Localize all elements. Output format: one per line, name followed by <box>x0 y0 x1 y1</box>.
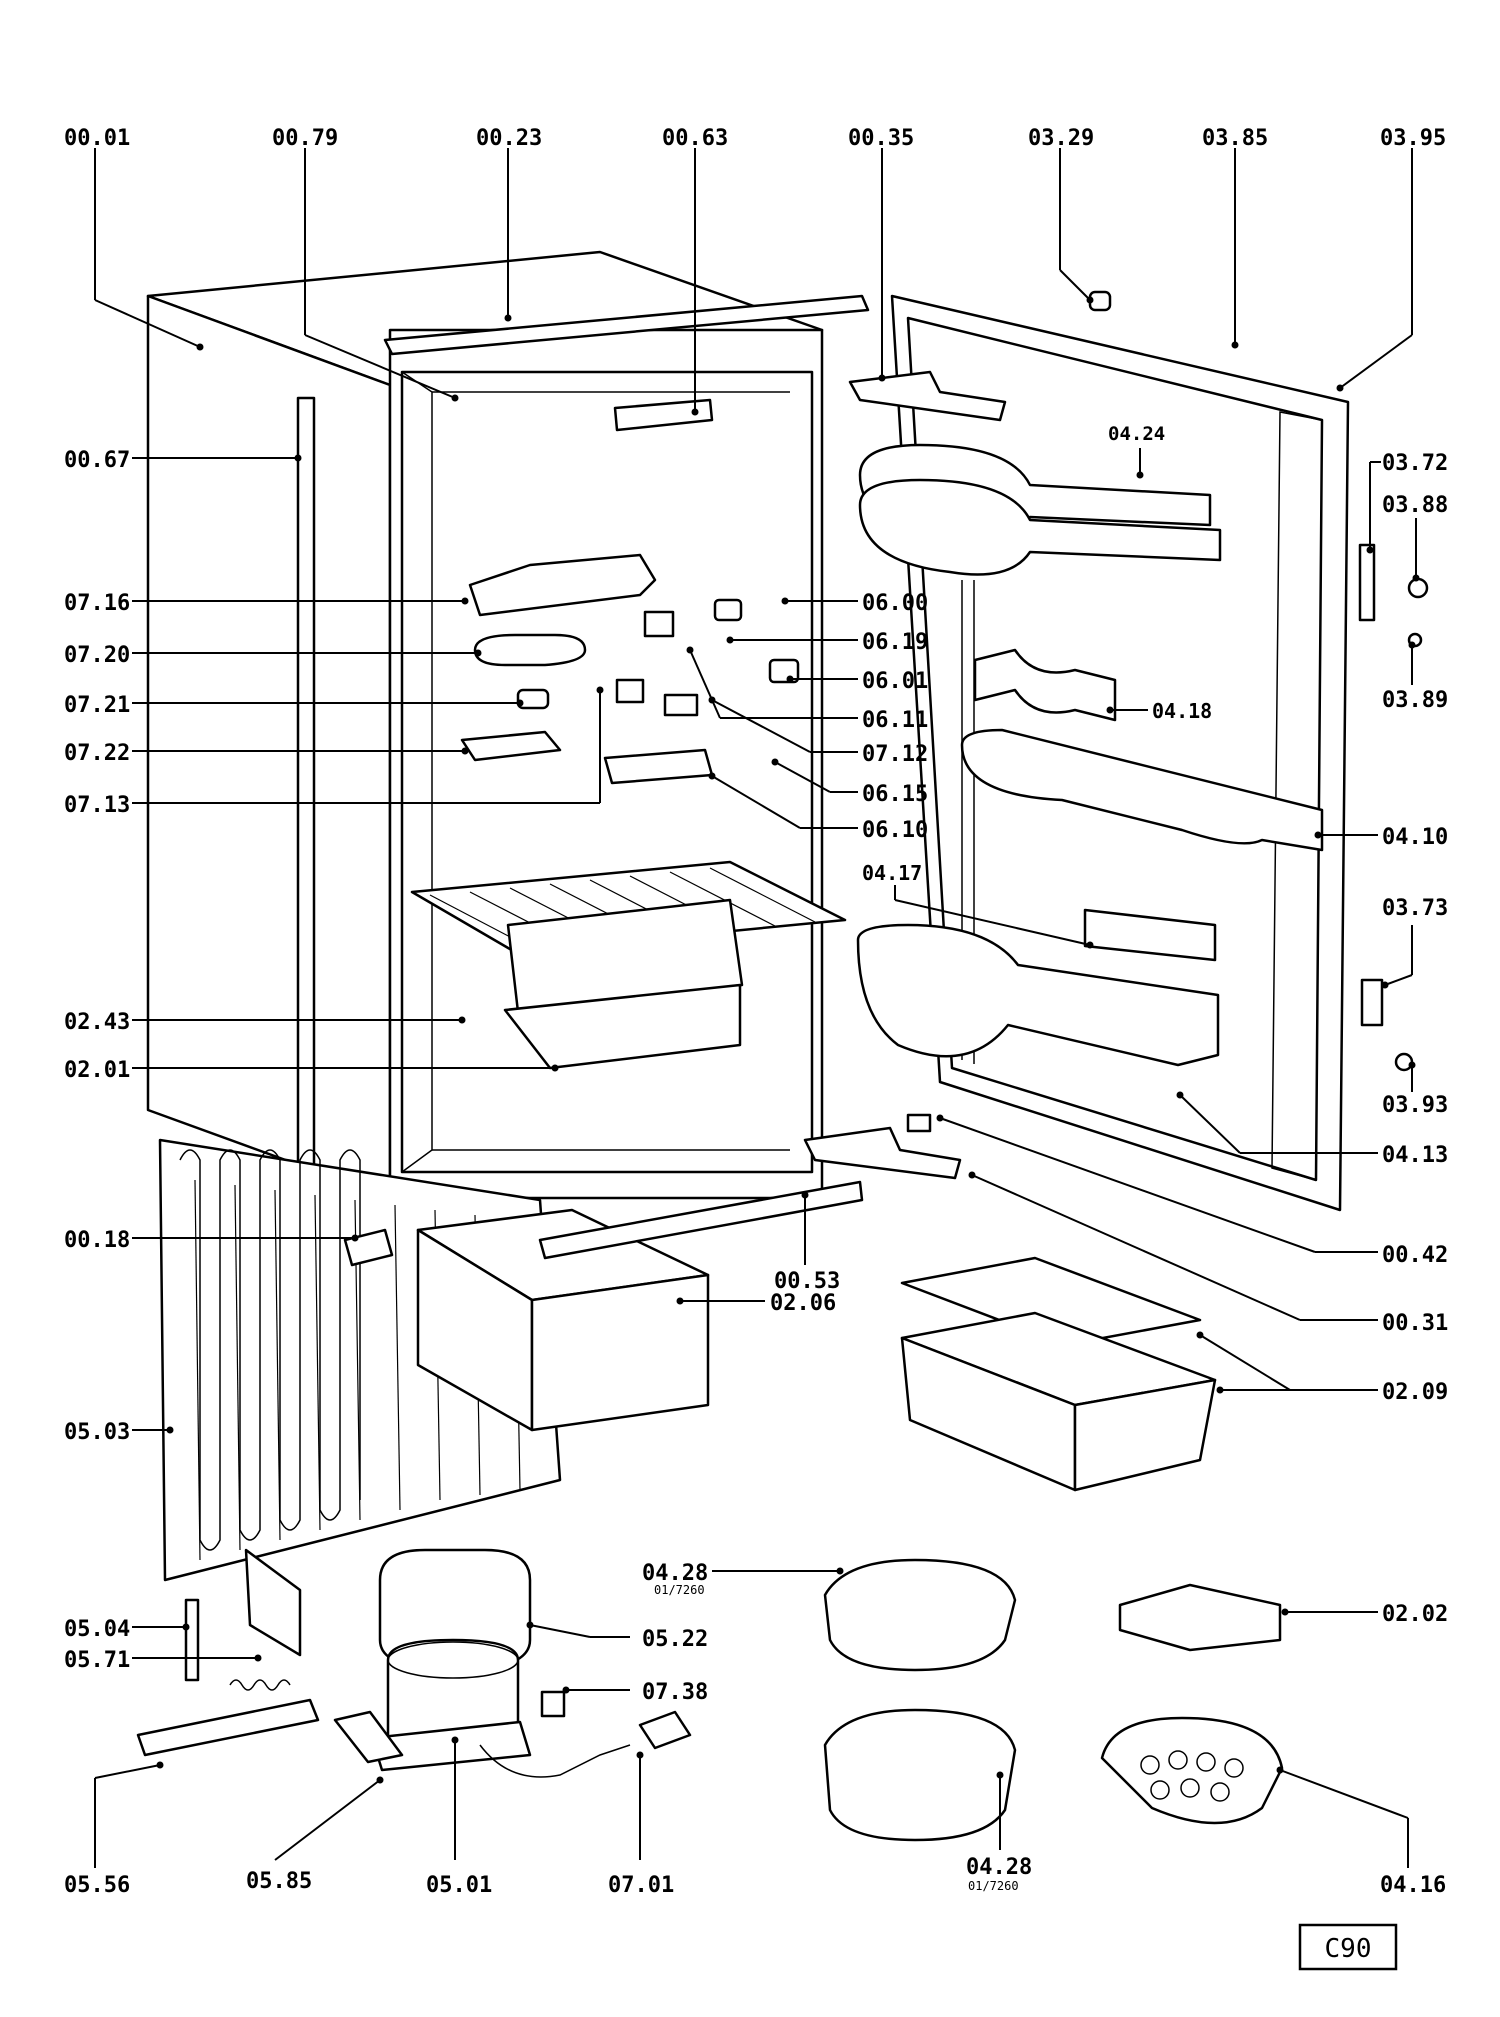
label-07-12: 07.12 <box>862 742 928 767</box>
label-06-00: 06.00 <box>862 591 928 616</box>
label-00-53: 00.53 <box>774 1269 840 1294</box>
leader-lines <box>94 148 1420 1868</box>
label-00-31: 00.31 <box>1382 1311 1448 1336</box>
crisper-drawers <box>900 1256 1217 1492</box>
label-03-73: 03.73 <box>1382 896 1448 921</box>
label-04-28-bottom: 04.28 <box>966 1855 1032 1880</box>
label-07-16: 07.16 <box>64 591 130 616</box>
sublabel-04-28-top: 01/7260 <box>654 1583 705 1597</box>
label-07-22: 07.22 <box>64 741 130 766</box>
wire-shelf-and-tray <box>410 860 847 1070</box>
sublabel-04-28-bottom: 01/7260 <box>968 1879 1019 1893</box>
drip-tray <box>416 1180 864 1432</box>
label-06-10: 06.10 <box>862 818 928 843</box>
label-00-67: 00.67 <box>64 448 130 473</box>
label-07-13: 07.13 <box>64 793 130 818</box>
label-04-13: 04.13 <box>1382 1143 1448 1168</box>
label-07-01: 07.01 <box>608 1873 674 1898</box>
label-07-20: 07.20 <box>64 643 130 668</box>
label-00-35: 00.35 <box>848 126 914 151</box>
label-06-19: 06.19 <box>862 630 928 655</box>
label-04-16: 04.16 <box>1380 1873 1446 1898</box>
compressor <box>370 1548 532 1772</box>
label-05-04: 05.04 <box>64 1617 130 1642</box>
label-03-93: 03.93 <box>1382 1093 1448 1118</box>
label-02-02: 02.02 <box>1382 1602 1448 1627</box>
label-03-72: 03.72 <box>1382 451 1448 476</box>
label-05-85: 05.85 <box>246 1869 312 1894</box>
label-02-06: 02.06 <box>770 1291 836 1316</box>
label-03-85: 03.85 <box>1202 126 1268 151</box>
label-00-18: 00.18 <box>64 1228 130 1253</box>
small-parts <box>136 290 1429 1778</box>
label-00-63: 00.63 <box>662 126 728 151</box>
label-04-17: 04.17 <box>862 861 922 885</box>
label-05-01: 05.01 <box>426 1873 492 1898</box>
label-00-79: 00.79 <box>272 126 338 151</box>
label-04-24: 04.24 <box>1108 423 1165 445</box>
page-reference-label: C90 <box>1325 1934 1372 1964</box>
label-04-28-top: 04.28 <box>642 1561 708 1586</box>
label-00-23: 00.23 <box>476 126 542 151</box>
page-reference: C90 <box>1298 1923 1398 1971</box>
door-shelves <box>856 443 1324 1067</box>
label-06-15: 06.15 <box>862 782 928 807</box>
label-04-10: 04.10 <box>1382 825 1448 850</box>
label-03-95: 03.95 <box>1380 126 1446 151</box>
label-03-88: 03.88 <box>1382 493 1448 518</box>
label-06-01: 06.01 <box>862 669 928 694</box>
label-05-71: 05.71 <box>64 1648 130 1673</box>
label-00-01: 00.01 <box>64 126 130 151</box>
label-03-29: 03.29 <box>1028 126 1094 151</box>
part-number-labels: 00.01 00.79 00.23 00.63 00.35 03.29 03.8… <box>64 126 1448 1898</box>
label-05-03: 05.03 <box>64 1420 130 1445</box>
accessory-dishes <box>823 1558 1284 1842</box>
label-05-22: 05.22 <box>642 1627 708 1652</box>
label-00-42: 00.42 <box>1382 1243 1448 1268</box>
label-02-43: 02.43 <box>64 1010 130 1035</box>
label-04-18: 04.18 <box>1152 699 1212 723</box>
label-06-11: 06.11 <box>862 708 928 733</box>
label-05-56: 05.56 <box>64 1873 130 1898</box>
label-02-01: 02.01 <box>64 1058 130 1083</box>
label-02-09: 02.09 <box>1382 1380 1448 1405</box>
label-07-21: 07.21 <box>64 693 130 718</box>
label-03-89: 03.89 <box>1382 688 1448 713</box>
label-07-38: 07.38 <box>642 1680 708 1705</box>
